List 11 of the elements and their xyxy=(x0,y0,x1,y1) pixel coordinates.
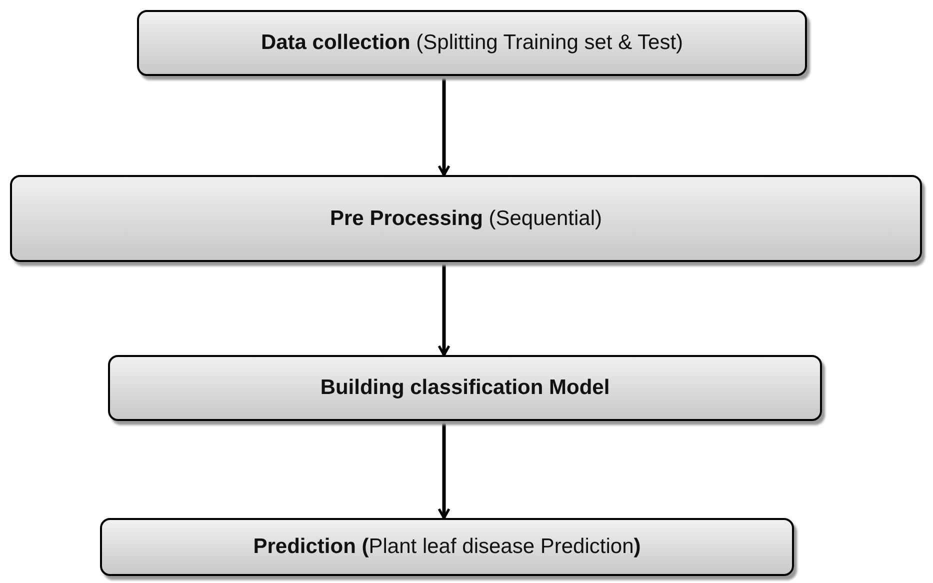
step-label: Prediction (Plant leaf disease Prediction) xyxy=(253,535,641,559)
step-label: Data collection (Splitting Training set & Test) xyxy=(260,31,684,55)
step-label: Pre Processing (Sequential) xyxy=(330,206,602,230)
arrow xyxy=(438,262,450,356)
arrow xyxy=(438,76,450,176)
process-box xyxy=(100,518,794,576)
step-label: Building classification Model xyxy=(320,376,610,400)
arrow xyxy=(438,421,450,520)
process-box xyxy=(137,10,807,76)
process-box xyxy=(10,175,922,262)
process-box xyxy=(108,355,822,421)
